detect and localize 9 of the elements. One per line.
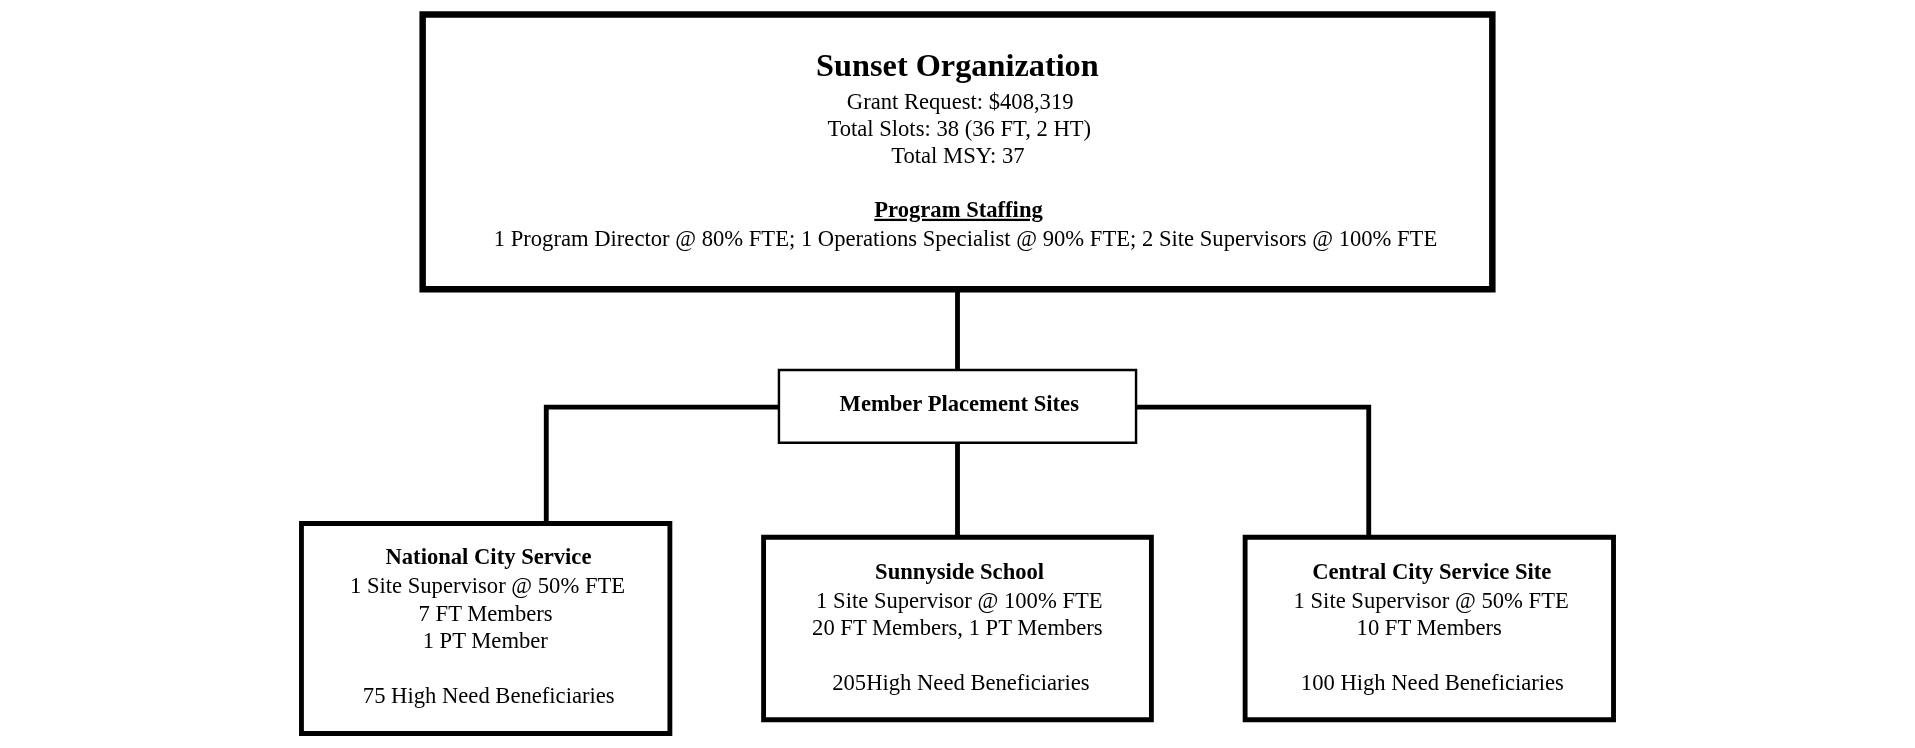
node-box: Member Placement Sites <box>777 368 1138 444</box>
node-box: Sunnyside School 1 Site Supervisor @ 100% FTE 20 FT Members, 1 PT Members 205High Need Beneficiaries <box>761 534 1154 723</box>
connector <box>955 443 960 538</box>
connector <box>543 404 779 523</box>
connector <box>1136 404 1372 538</box>
node-box: Central City Service Site 1 Site Supervisor @ 50% FTE 10 FT Members 100 High Need Beneficiaries <box>1242 534 1616 723</box>
node-box: National City Service 1 Site Supervisor @ 50% FTE 7 FT Members 1 PT Member 75 High Need Beneficiaries <box>299 521 673 736</box>
node-box: Sunset Organization Grant Request: $408,319 Total Slots: 38 (36 FT, 2 HT) Total MSY: 37 Program Staffing 1 Program Director @ 80% FTE; 1 Operations Specialist @ 90% FTE; 2 Site Supervisors @ 100% FTE <box>419 11 1496 293</box>
connector <box>955 289 960 370</box>
